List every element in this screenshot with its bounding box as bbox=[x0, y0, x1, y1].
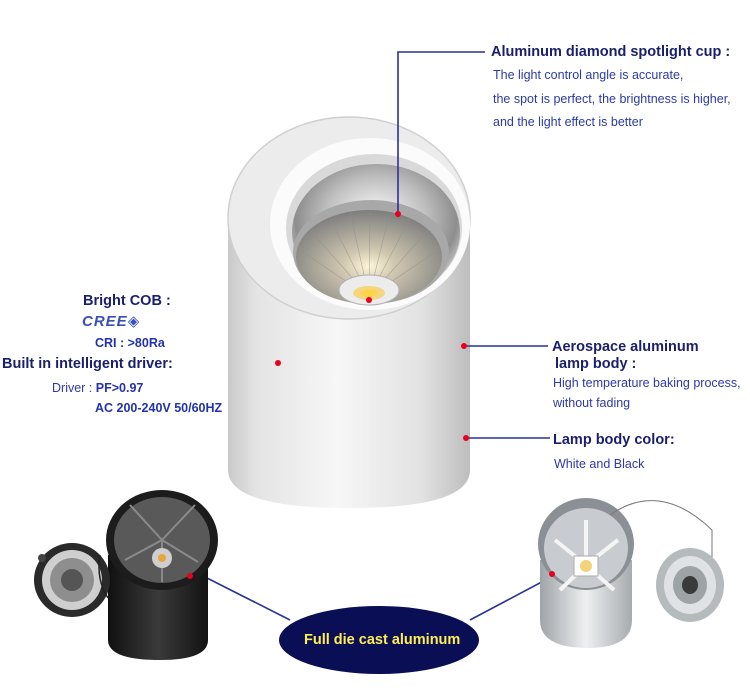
lamp-body-title-2: lamp body : bbox=[555, 356, 637, 372]
driver-ac-value: AC 200-240V 50/60HZ bbox=[95, 401, 223, 415]
spotlight-cup-line-3: and the light effect is better bbox=[493, 115, 643, 129]
driver-label: Driver : bbox=[52, 381, 93, 395]
cree-logo-text: CREE bbox=[82, 313, 128, 330]
body-color-title: Lamp body color: bbox=[553, 432, 675, 448]
lamp-body-line-1: High temperature baking process, bbox=[553, 376, 741, 390]
driver-pf-value: PF>0.97 bbox=[95, 381, 144, 395]
lamp-body-title-1: Aerospace aluminum bbox=[552, 339, 699, 355]
callout-lines bbox=[204, 51, 554, 621]
cree-logo: CREE◈ bbox=[82, 312, 140, 330]
bright-cob-title: Bright COB : bbox=[83, 293, 171, 309]
driver-title: Built in intelligent driver: bbox=[2, 356, 173, 372]
spotlight-cup-title: Aluminum diamond spotlight cup : bbox=[491, 44, 731, 60]
main-downlight bbox=[227, 116, 471, 508]
black-disassembled-lamp bbox=[34, 490, 218, 660]
lamp-body-line-2: without fading bbox=[553, 396, 631, 410]
spotlight-cup-line-1: The light control angle is accurate, bbox=[493, 68, 684, 82]
cri-value: CRI : >80Ra bbox=[95, 336, 165, 350]
marker-dots bbox=[275, 211, 469, 441]
driver-pf-row: Driver : PF>0.97 bbox=[52, 381, 143, 395]
banner-label: Full die cast aluminum bbox=[304, 632, 461, 648]
white-disassembled-lamp bbox=[538, 498, 724, 648]
diamond-icon: ◈ bbox=[127, 313, 141, 330]
spotlight-cup-line-2: the spot is perfect, the brightness is h… bbox=[493, 92, 731, 106]
banner-pill bbox=[279, 606, 479, 674]
body-color-value: White and Black bbox=[554, 457, 645, 471]
